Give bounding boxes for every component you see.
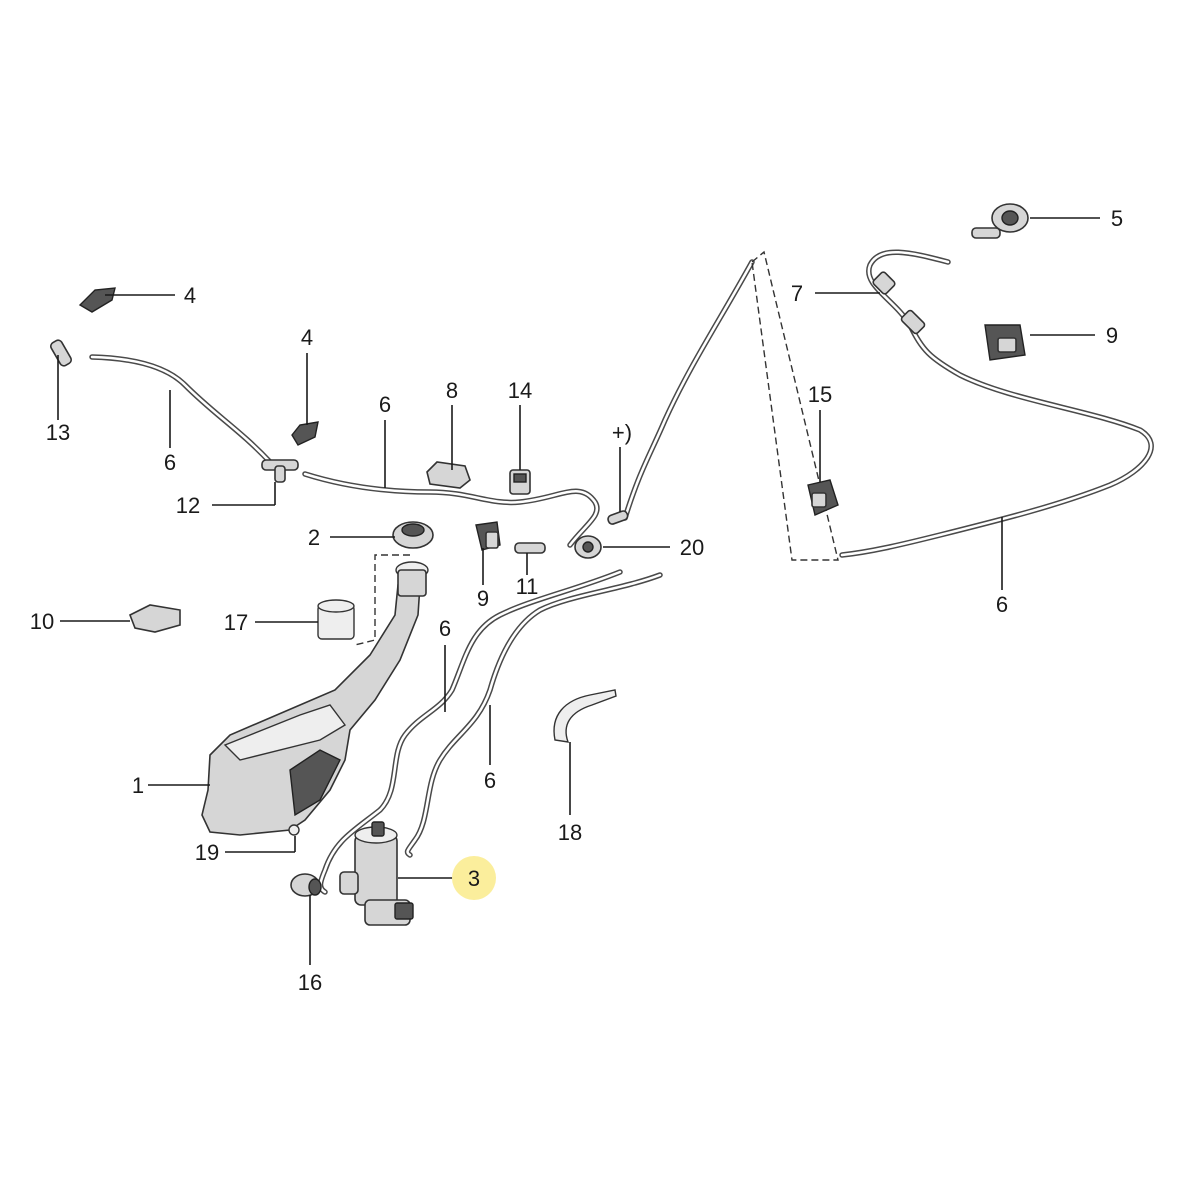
callout-7[interactable]: 7 [791, 281, 803, 306]
callout-2[interactable]: 2 [308, 525, 320, 550]
cable-tie-18 [553, 689, 617, 743]
highlight-circle [452, 856, 496, 900]
callout-16[interactable]: 16 [298, 970, 322, 995]
callout-18[interactable]: 18 [558, 820, 582, 845]
hose-clip-14 [509, 469, 531, 495]
callout-11[interactable]: 11 [516, 574, 539, 599]
callout-10[interactable]: 10 [30, 609, 54, 634]
hose-pump-b [404, 572, 663, 858]
grommet-16 [290, 873, 322, 897]
hose-center-front [302, 471, 600, 548]
elbow-connector-13 [49, 339, 73, 367]
connector-plus [607, 510, 629, 525]
connector-11 [514, 542, 546, 554]
callout-14[interactable]: 14 [508, 378, 532, 403]
sleeve-17 [317, 599, 355, 640]
nozzle-left [78, 287, 116, 313]
callout-9-center[interactable]: 9 [477, 586, 489, 611]
callout-15[interactable]: 15 [808, 382, 832, 407]
callout-6-middle[interactable]: 6 [439, 616, 451, 641]
washer-reservoir [201, 561, 429, 836]
hose-pump-a [317, 569, 623, 895]
callout-5[interactable]: 5 [1111, 206, 1123, 231]
callout-4-left[interactable]: 4 [184, 283, 196, 308]
callout-12[interactable]: 12 [176, 493, 200, 518]
washer-pump [339, 821, 414, 926]
rear-nozzle [971, 203, 1029, 239]
hose-long-diagonal [622, 259, 755, 521]
callout-4-center[interactable]: 4 [301, 325, 313, 350]
hose-right-rear [839, 249, 1154, 558]
callout-6-right[interactable]: 6 [996, 592, 1008, 617]
nozzle-center [291, 421, 319, 446]
nut-19 [288, 824, 300, 836]
callout-19[interactable]: 19 [195, 840, 219, 865]
hose-left-front [89, 354, 273, 465]
hose-clip-9b [984, 324, 1026, 361]
callout-20[interactable]: 20 [680, 535, 704, 560]
callout-6-lower[interactable]: 6 [484, 768, 496, 793]
callout-13[interactable]: 13 [46, 420, 70, 445]
check-valve [872, 271, 926, 335]
hose-clip-9a [475, 521, 501, 551]
filler-cap [392, 521, 434, 549]
callout-plus[interactable]: +) [612, 420, 632, 445]
hose-clip-8 [426, 461, 471, 489]
callout-9-right[interactable]: 9 [1106, 323, 1118, 348]
callout-6-left[interactable]: 6 [164, 450, 176, 475]
callout-3[interactable]: 3 [468, 866, 480, 891]
bracket-10 [128, 604, 181, 633]
filler-neck-bracket [354, 554, 410, 646]
callout-8[interactable]: 8 [446, 378, 458, 403]
callout-6-top[interactable]: 6 [379, 392, 391, 417]
grommet-20 [574, 535, 602, 559]
rear-window-outline [751, 250, 839, 561]
callout-1[interactable]: 1 [132, 773, 144, 798]
t-connector-12 [261, 459, 299, 483]
callout-17[interactable]: 17 [224, 610, 248, 635]
hose-clip-15 [807, 479, 839, 516]
